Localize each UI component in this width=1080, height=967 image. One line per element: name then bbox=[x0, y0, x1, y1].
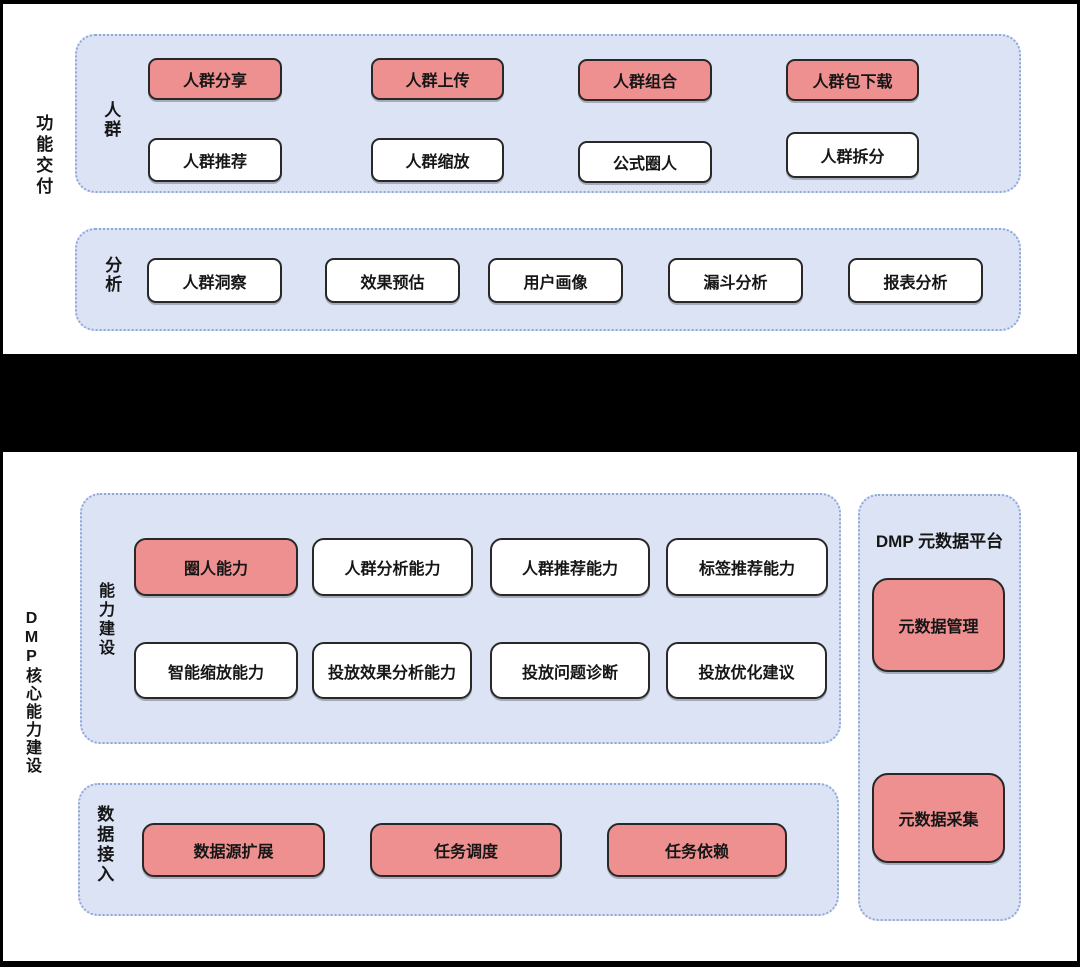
node-crowd-split: 人群拆分 bbox=[786, 132, 919, 178]
group-capability-container bbox=[80, 493, 841, 744]
node-crowd-combine: 人群组合 bbox=[578, 59, 712, 101]
node-crowd-scale: 人群缩放 bbox=[371, 138, 504, 182]
node-user-portrait: 用户画像 bbox=[488, 258, 623, 303]
node-metadata-management: 元数据管理 bbox=[872, 578, 1005, 672]
node-crowd-analysis-capability: 人群分析能力 bbox=[312, 538, 473, 596]
panel-title-meta-platform: DMP 元数据平台 bbox=[875, 532, 1004, 551]
section-label-dmp-core: DMP核心能力建设 bbox=[23, 610, 40, 775]
node-crowd-recommend-capability: 人群推荐能力 bbox=[490, 538, 650, 596]
node-crowd-share: 人群分享 bbox=[148, 58, 282, 100]
section-label-functional-delivery: 功能交付 bbox=[33, 114, 53, 198]
node-formula-targeting: 公式圈人 bbox=[578, 141, 712, 183]
node-data-source-expansion: 数据源扩展 bbox=[142, 823, 325, 877]
node-targeting-capability: 圈人能力 bbox=[134, 538, 298, 596]
node-delivery-optimization-advice: 投放优化建议 bbox=[666, 642, 827, 699]
node-task-dependency: 任务依赖 bbox=[607, 823, 787, 877]
node-crowd-insight: 人群洞察 bbox=[147, 258, 282, 303]
node-funnel-analysis: 漏斗分析 bbox=[668, 258, 803, 303]
node-crowd-recommend: 人群推荐 bbox=[148, 138, 282, 182]
group-label-capability: 能力建设 bbox=[96, 582, 113, 658]
node-task-scheduling: 任务调度 bbox=[370, 823, 562, 877]
node-crowd-package-download: 人群包下载 bbox=[786, 59, 919, 101]
node-tag-recommend-capability: 标签推荐能力 bbox=[666, 538, 828, 596]
node-smart-scaling-capability: 智能缩放能力 bbox=[134, 642, 298, 699]
group-label-crowd: 人群 bbox=[101, 101, 121, 139]
divider-band bbox=[0, 354, 1080, 452]
node-report-analysis: 报表分析 bbox=[848, 258, 983, 303]
node-effect-forecast: 效果预估 bbox=[325, 258, 460, 303]
group-label-data-access: 数据接入 bbox=[94, 805, 114, 885]
node-metadata-collection: 元数据采集 bbox=[872, 773, 1005, 863]
group-label-analysis: 分析 bbox=[102, 256, 122, 294]
node-delivery-problem-diagnosis: 投放问题诊断 bbox=[490, 642, 650, 699]
node-crowd-upload: 人群上传 bbox=[371, 58, 504, 100]
node-delivery-effect-analysis: 投放效果分析能力 bbox=[312, 642, 472, 699]
